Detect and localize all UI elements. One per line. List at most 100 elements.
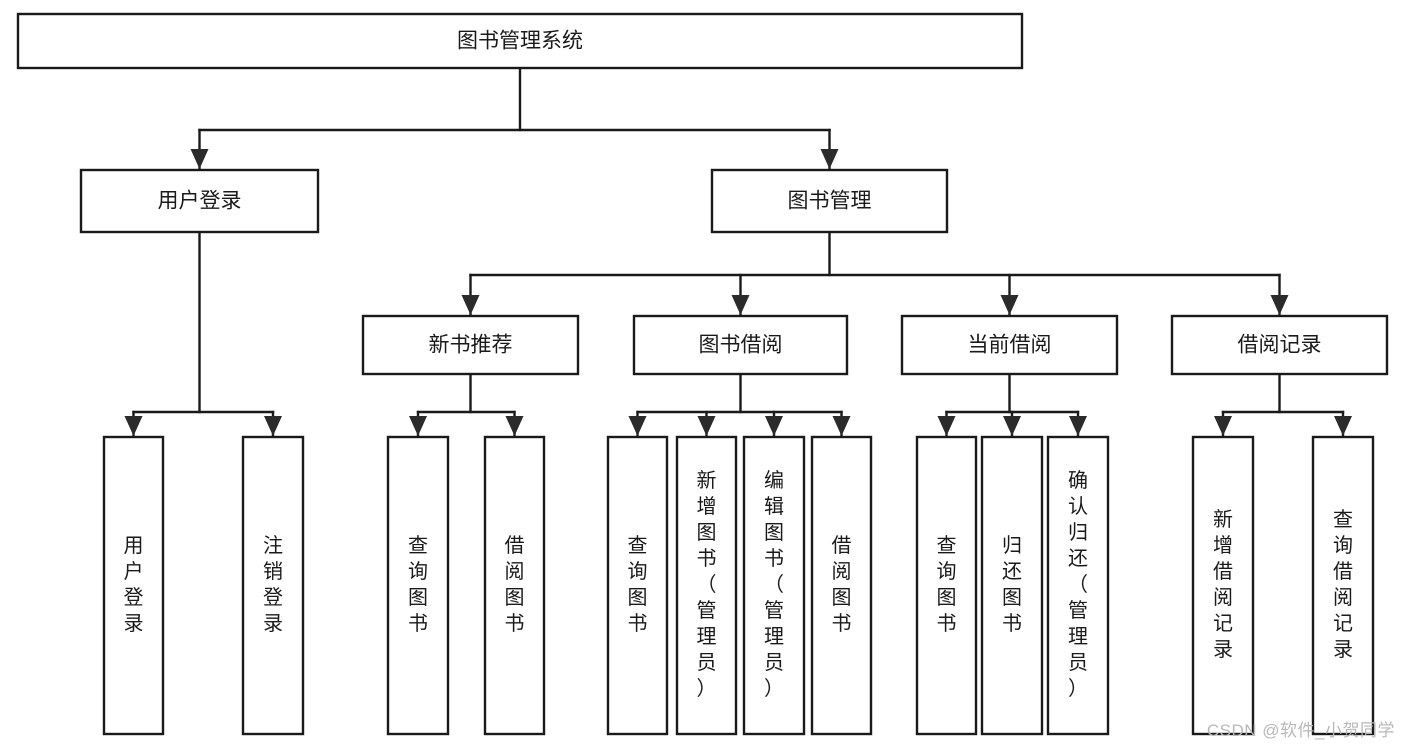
arrow-head-icon-current-borrow-1 <box>1003 416 1021 436</box>
node-leaf-borrow-book-bb-label-char: 图 <box>832 587 852 609</box>
node-leaf-return-book-box[interactable] <box>980 435 1044 736</box>
node-book-manage[interactable]: 图书管理 <box>710 168 949 234</box>
node-leaf-confirm-return-label-char: ） <box>1068 677 1088 700</box>
node-leaf-confirm-return-label-char: 理 <box>1068 626 1088 648</box>
node-leaf-add-book-label-char: 理 <box>697 626 717 648</box>
node-leaf-edit-book-label-char: 管 <box>764 599 784 622</box>
node-leaf-query-book-rec-label-char: 查 <box>408 534 428 557</box>
node-borrow-record[interactable]: 借阅记录 <box>1170 314 1389 376</box>
node-book-borrow-box[interactable] <box>632 314 849 376</box>
node-leaf-query-book-bb-label-char: 询 <box>628 560 648 583</box>
node-leaf-borrow-book-rec-box[interactable] <box>483 435 546 736</box>
node-leaf-edit-book-box[interactable] <box>742 435 806 736</box>
node-leaf-query-book-cb-label-char: 图 <box>937 587 957 609</box>
node-leaf-edit-book-label-char: （ <box>764 573 784 596</box>
node-leaf-add-record-label-char: 记 <box>1213 612 1233 635</box>
node-leaf-query-book-cb-label-char: 询 <box>937 560 957 583</box>
node-leaf-query-book-cb-box[interactable] <box>915 435 978 736</box>
node-leaf-borrow-book-bb-box[interactable] <box>810 435 873 736</box>
arrow-head-icon-l3-1 <box>731 295 750 315</box>
node-leaf-return-book-label-char: 图 <box>1002 587 1022 609</box>
node-leaf-borrow-book-bb-label-char: 阅 <box>832 560 852 583</box>
node-leaf-add-record-label-char: 录 <box>1213 639 1233 661</box>
node-root[interactable]: 图书管理系统 <box>16 12 1024 70</box>
node-leaf-query-book-cb-label-char: 书 <box>937 612 957 635</box>
node-leaf-user-login-box[interactable] <box>102 435 165 736</box>
node-leaf-query-record-box[interactable] <box>1311 435 1375 736</box>
node-leaf-edit-book-label-char: 编 <box>764 469 784 492</box>
node-leaf-edit-book-label-char: 员 <box>764 652 784 674</box>
node-leaf-edit-book-label-char: 书 <box>764 547 784 570</box>
node-leaf-query-book-bb-label-char: 书 <box>628 612 648 635</box>
node-leaf-add-book-label-char: 员 <box>697 652 717 674</box>
node-leaf-query-book-bb-box[interactable] <box>606 435 669 736</box>
node-new-book-rec-label: 新书推荐 <box>429 334 513 357</box>
node-borrow-record-box[interactable] <box>1170 314 1389 376</box>
arrow-head-icon-book-borrow-1 <box>697 416 716 436</box>
node-leaf-edit-book-label-char: 辑 <box>764 495 784 518</box>
node-new-book-rec-box[interactable] <box>361 314 580 376</box>
arrow-head-icon-book-borrow-2 <box>765 416 783 436</box>
arrow-head-icon-new-book-rec-0 <box>409 416 427 436</box>
node-leaf-borrow-book-rec-label-char: 阅 <box>505 560 525 583</box>
node-leaf-query-book-bb-label-char: 图 <box>628 587 648 609</box>
arrow-head-icon-l3-0 <box>461 295 480 315</box>
node-leaf-add-book-label-char: （ <box>697 573 717 596</box>
node-leaf-return-book-label-char: 书 <box>1002 612 1022 635</box>
node-leaf-add-book-label-char: ） <box>697 677 717 700</box>
arrow-head-icon-l3-2 <box>1000 295 1019 315</box>
node-leaf-confirm-return-label-char: 还 <box>1068 547 1088 570</box>
node-leaf-query-record-label-char: 询 <box>1333 534 1353 557</box>
node-leaf-add-record-label-char: 增 <box>1213 534 1233 557</box>
node-leaf-borrow-book-bb-label-char: 借 <box>832 534 852 557</box>
node-leaf-add-record-box[interactable] <box>1191 435 1255 736</box>
arrow-head-icon-borrow-record-0 <box>1214 416 1232 436</box>
node-root-label: 图书管理系统 <box>457 30 583 53</box>
node-leaf-add-book-label-char: 增 <box>697 495 717 518</box>
arrow-head-icon-l2-1 <box>820 149 839 169</box>
node-root-box[interactable] <box>16 12 1024 70</box>
node-leaf-query-book-rec-box[interactable] <box>386 435 450 736</box>
node-book-borrow[interactable]: 图书借阅 <box>632 314 849 376</box>
node-book-borrow-label: 图书借阅 <box>699 334 783 357</box>
node-leaf-user-login-label-char: 户 <box>124 560 144 583</box>
node-leaf-confirm-return-box[interactable] <box>1046 435 1110 736</box>
node-current-borrow-box[interactable] <box>900 314 1119 376</box>
node-leaf-add-book-label-char: 管 <box>697 599 717 622</box>
node-leaf-query-book-cb-label-char: 查 <box>937 534 957 557</box>
node-book-manage-label: 图书管理 <box>788 190 872 213</box>
arrow-head-icon-new-book-rec-1 <box>505 416 524 436</box>
node-borrow-record-label: 借阅记录 <box>1238 334 1322 357</box>
node-leaf-add-book-box[interactable] <box>675 435 738 736</box>
node-leaf-confirm-return-label-char: 归 <box>1068 521 1088 544</box>
node-user-login[interactable]: 用户登录 <box>79 168 320 234</box>
arrow-head-icon-borrow-record-1 <box>1334 416 1352 436</box>
node-leaf-user-login[interactable]: 用户登录 <box>102 435 165 736</box>
node-current-borrow[interactable]: 当前借阅 <box>900 314 1119 376</box>
node-leaf-user-login-label-char: 用 <box>124 535 144 557</box>
node-new-book-rec[interactable]: 新书推荐 <box>361 314 580 376</box>
node-leaf-edit-book-label-char: ） <box>764 677 784 700</box>
node-leaf-user-logout-label-char: 录 <box>263 613 283 635</box>
arrow-head-icon-current-borrow-0 <box>937 416 956 436</box>
node-leaf-user-logout-label-char: 销 <box>263 560 283 583</box>
node-current-borrow-label: 当前借阅 <box>968 334 1052 357</box>
node-book-manage-box[interactable] <box>710 168 949 234</box>
node-leaf-query-book-bb-label-char: 查 <box>628 534 648 557</box>
node-user-login-box[interactable] <box>79 168 320 234</box>
node-leaf-user-logout-box[interactable] <box>241 435 305 736</box>
